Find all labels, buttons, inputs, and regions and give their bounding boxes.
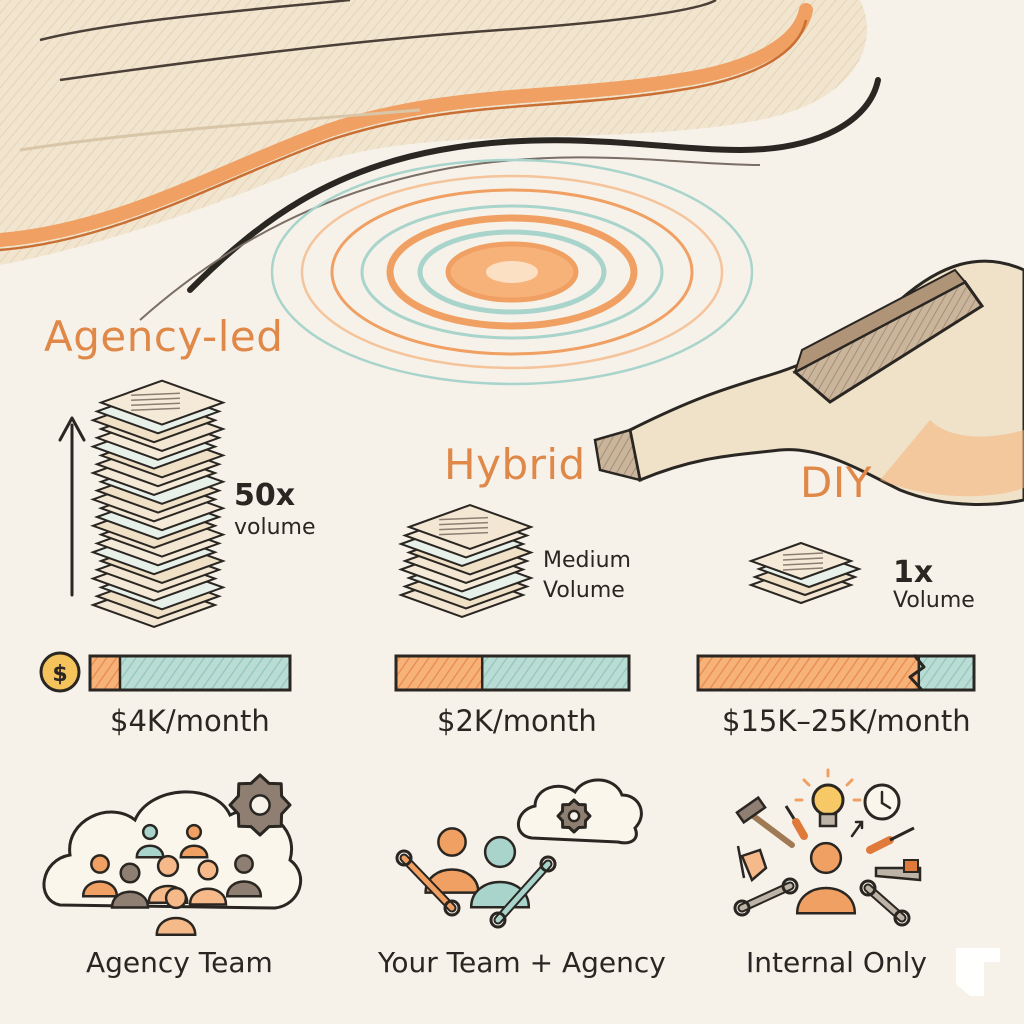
price-hybrid: $2K/month <box>437 704 597 738</box>
paper-sheet <box>406 503 534 551</box>
hammer-icon <box>735 795 795 848</box>
cost-bar-hybrid <box>394 654 631 692</box>
heading-agency-led: Agency-led <box>44 312 284 361</box>
paper-stack-large <box>90 379 226 629</box>
svg-text:$: $ <box>52 662 67 687</box>
wrench-icon <box>489 855 557 929</box>
bar-break-zigzag <box>908 654 926 692</box>
volume-word-agency: volume <box>234 515 316 540</box>
team-member-icon <box>225 854 263 898</box>
paper-sheet <box>98 379 226 426</box>
team-member-icon <box>179 823 209 859</box>
gear-icon <box>556 798 592 834</box>
volume-amount-diy: 1x <box>893 555 934 590</box>
watermark-logo <box>956 948 1000 996</box>
team-label-diy: Internal Only <box>746 946 927 979</box>
broken-tool-icon <box>736 845 768 883</box>
cost-bar-agency <box>88 654 292 692</box>
paper-sheet <box>748 541 854 581</box>
decorative-plateau <box>593 259 1024 506</box>
wrench-icon <box>859 879 911 927</box>
paper-stack-medium <box>398 503 534 619</box>
price-diy: $15K–25K/month <box>722 704 971 738</box>
internal-tools-person-icon <box>733 768 922 927</box>
saw-icon <box>874 859 922 882</box>
paper-stack-small <box>748 541 862 605</box>
clock-icon <box>863 783 901 821</box>
screwdriver-icon <box>784 805 808 840</box>
wrench-icon <box>733 877 799 917</box>
team-plus-agency-icon <box>395 778 643 929</box>
volume-amount-agency: 50x <box>234 478 296 513</box>
cost-bar-diy <box>696 654 976 692</box>
cost-bar-fill <box>696 654 921 692</box>
decorative-landscape <box>0 0 881 321</box>
screwdriver-icon <box>866 826 915 854</box>
upward-growth-arrow <box>58 416 86 597</box>
agency-team-crowd-icon <box>42 790 303 937</box>
team-member-icon <box>110 862 150 909</box>
heading-hybrid: Hybrid <box>444 440 586 489</box>
team-label-agency: Agency Team <box>86 946 273 979</box>
volume-word-diy: Volume <box>893 588 975 613</box>
team-member-icon <box>135 823 165 859</box>
cost-bar-fill <box>394 654 484 692</box>
wrench-icon <box>395 849 461 917</box>
gear-icon <box>228 773 292 837</box>
internal-member-icon <box>795 841 857 915</box>
volume-amount-hybrid: Medium <box>543 548 631 573</box>
heading-diy: DIY <box>800 458 872 507</box>
central-ripple <box>270 158 754 386</box>
dollar-coin-icon: $ <box>39 651 81 693</box>
lightbulb-icon <box>794 768 862 828</box>
team-label-hybrid: Your Team + Agency <box>378 946 666 979</box>
price-agency: $4K/month <box>110 704 270 738</box>
cost-bar-fill <box>88 654 122 692</box>
team-member-icon <box>155 886 197 937</box>
volume-word-hybrid: Volume <box>543 578 625 603</box>
team-member-icon <box>188 859 228 906</box>
